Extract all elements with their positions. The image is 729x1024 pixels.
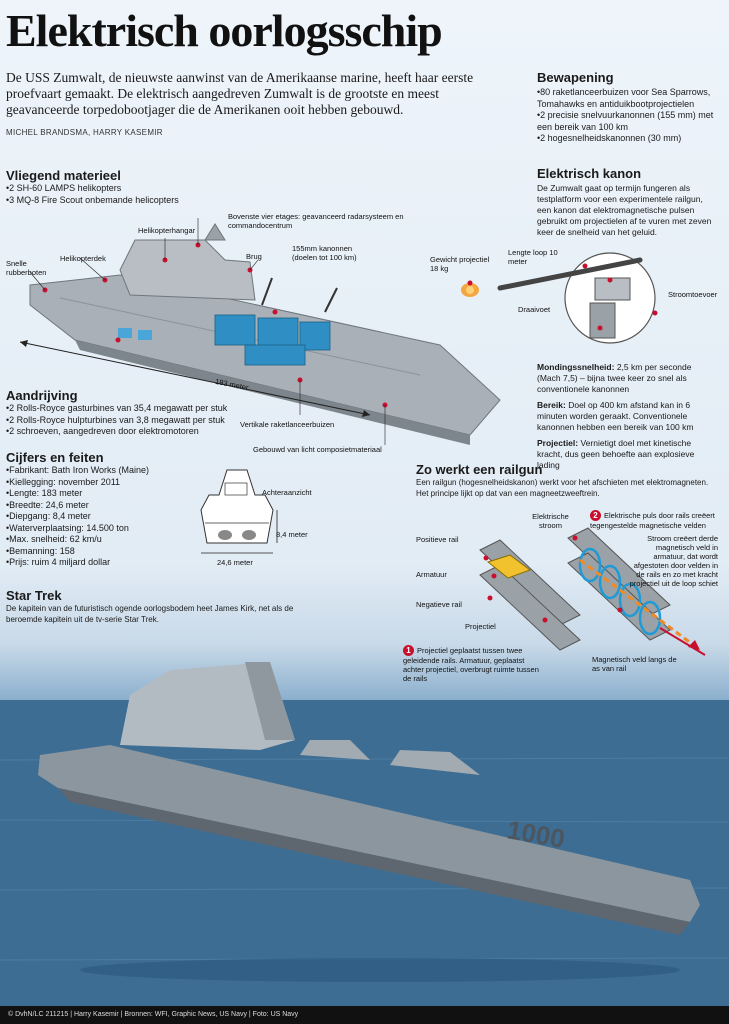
label-stroomtoevoer: Stroomtoevoer	[668, 290, 718, 299]
vliegend-list: 2 SH-60 LAMPS helikopters 3 MQ-8 Fire Sc…	[6, 183, 266, 206]
cijfers-section: Cijfers en feiten Fabrikant: Bath Iron W…	[6, 450, 186, 569]
launch-modules	[214, 314, 331, 366]
label-raketlanceerbuizen: Vertikale raketlanceerbuizen	[240, 420, 335, 429]
bewapening-item: 80 raketlanceerbuizen voor Sea Sparrows,…	[537, 87, 717, 110]
cijfers-item: Kiellegging: november 2011	[6, 477, 186, 489]
label-projectiel: Projectiel	[465, 622, 496, 631]
startrek-heading: Star Trek	[6, 588, 62, 603]
aandrijving-item: 2 schroeven, aangedreven door elektromot…	[6, 426, 256, 438]
cijfers-item: Fabrikant: Bath Iron Works (Maine)	[6, 465, 186, 477]
aandrijving-item: 2 Rolls-Royce gasturbines van 35,4 megaw…	[6, 403, 256, 415]
vliegend-item: 2 SH-60 LAMPS helikopters	[6, 183, 266, 195]
cijfers-item: Lengte: 183 meter	[6, 488, 186, 500]
photo-hull	[38, 745, 700, 922]
ship-hull-side	[75, 340, 470, 445]
cijfers-item: Bemanning: 158	[6, 546, 186, 558]
label-armatuur: Armatuur	[416, 570, 447, 579]
label-kanonnen: 155mm kanonnen (doelen tot 100 km)	[292, 244, 357, 262]
label-brug: Brug	[246, 252, 262, 261]
railgun-heading: Zo werkt een railgun	[416, 462, 543, 477]
ship-superstructure	[119, 239, 256, 301]
railgun-section: Zo werkt een railgun Een railgun (hogesn…	[416, 462, 716, 499]
label-negatieve-rail: Negatieve rail	[416, 600, 462, 609]
ship-photo: 1000	[0, 662, 729, 1006]
label-elektrische-stroom: Elektrische stroom	[532, 512, 569, 530]
cijfers-list: Fabrikant: Bath Iron Works (Maine) Kiell…	[6, 465, 186, 569]
cijfers-heading: Cijfers en feiten	[6, 450, 104, 465]
label-bovenste: Bovenste vier etages: geavanceerd radars…	[228, 212, 404, 230]
intro-text: De USS Zumwalt, de nieuwste aanwinst van…	[6, 70, 474, 117]
bewapening-list: 80 raketlanceerbuizen voor Sea Sparrows,…	[537, 87, 717, 145]
vliegend-section: Vliegend materieel 2 SH-60 LAMPS helikop…	[6, 168, 266, 206]
kanon-text: De Zumwalt gaat op termijn fungeren als …	[537, 183, 712, 237]
byline: MICHEL BRANDSMA, HARRY KASEMIR	[6, 128, 163, 137]
kanon-heading: Elektrisch kanon	[537, 166, 642, 181]
startrek-section: Star Trek De kapitein van de futuristisc…	[6, 588, 306, 625]
railgun-diagram	[479, 527, 706, 656]
cijfers-item: Max. snelheid: 62 km/u	[6, 534, 186, 546]
kanon-section: Elektrisch kanon De Zumwalt gaat op term…	[537, 166, 717, 238]
aandrijving-item: 2 Rolls-Royce hulpturbines van 3,8 megaw…	[6, 415, 256, 427]
label-magnetisch-veld: Magnetisch veld langs de as van rail	[592, 655, 677, 673]
cijfers-item: Waterverplaatsing: 14.500 ton	[6, 523, 186, 535]
vliegend-heading: Vliegend materieel	[6, 168, 121, 183]
footer-credits: © DvhN/LC 211215 | Harry Kasemir | Bronn…	[0, 1006, 729, 1024]
label-snelle-rubberboten: Snelle rubberboten	[6, 259, 47, 277]
startrek-text: De kapitein van de futuristisch ogende o…	[6, 604, 294, 624]
kanon-fact: Bereik: Doel op 400 km afstand kan in 6 …	[537, 400, 694, 432]
bewapening-item: 2 hogesnelheidskanonnen (30 mm)	[537, 133, 717, 145]
label-helikopterhangar: Helikopterhangar	[138, 226, 196, 235]
label-achteraanzicht: Achteraanzicht	[262, 488, 312, 497]
railgun-intro: Een railgun (hogesnelheidskanon) werkt v…	[416, 478, 709, 498]
vliegend-item: 3 MQ-8 Fire Scout onbemande helicopters	[6, 195, 266, 207]
cijfers-item: Diepgang: 8,4 meter	[6, 511, 186, 523]
label-stroom-veld: Stroom creëert derde magnetisch veld in …	[629, 534, 718, 588]
rear-view-diagram	[200, 469, 278, 554]
label-helikopterdek: Helikopterdek	[60, 254, 106, 263]
page-title: Elektrisch oorlogsschip	[6, 5, 443, 56]
railgun-illustration	[461, 252, 658, 344]
bewapening-heading: Bewapening	[537, 70, 614, 85]
kanon-fact: Projectiel: Vernietigt doel met kinetisc…	[537, 438, 695, 470]
label-rear-height: 8,4 meter	[276, 530, 308, 539]
label-rear-width: 24,6 meter	[217, 558, 253, 567]
label-draaivoet: Draaivoet	[518, 305, 551, 314]
label-positieve-rail: Positieve rail	[416, 535, 459, 544]
cijfers-item: Prijs: ruim 4 miljard dollar	[6, 557, 186, 569]
kanon-fact: Mondingssnelheid: 2,5 km per seconde (Ma…	[537, 362, 692, 394]
aandrijving-section: Aandrijving 2 Rolls-Royce gasturbines va…	[6, 388, 256, 438]
label-composiet: Gebouwd van licht composietmateriaal	[253, 445, 382, 454]
aandrijving-heading: Aandrijving	[6, 388, 78, 403]
aandrijving-list: 2 Rolls-Royce gasturbines van 35,4 megaw…	[6, 403, 256, 438]
bewapening-item: 2 precisie snelvuurkanonnen (155 mm) met…	[537, 110, 717, 133]
label-gewicht-projectiel: Gewicht projectiel 18 kg	[430, 255, 490, 273]
ship-illustration	[19, 218, 501, 445]
cijfers-item: Breedte: 24,6 meter	[6, 500, 186, 512]
label-lengte-loop: Lengte loop 10 meter	[508, 248, 558, 266]
bewapening-section: Bewapening 80 raketlanceerbuizen voor Se…	[537, 70, 717, 145]
kanon-facts: Mondingssnelheid: 2,5 km per seconde (Ma…	[537, 362, 717, 471]
